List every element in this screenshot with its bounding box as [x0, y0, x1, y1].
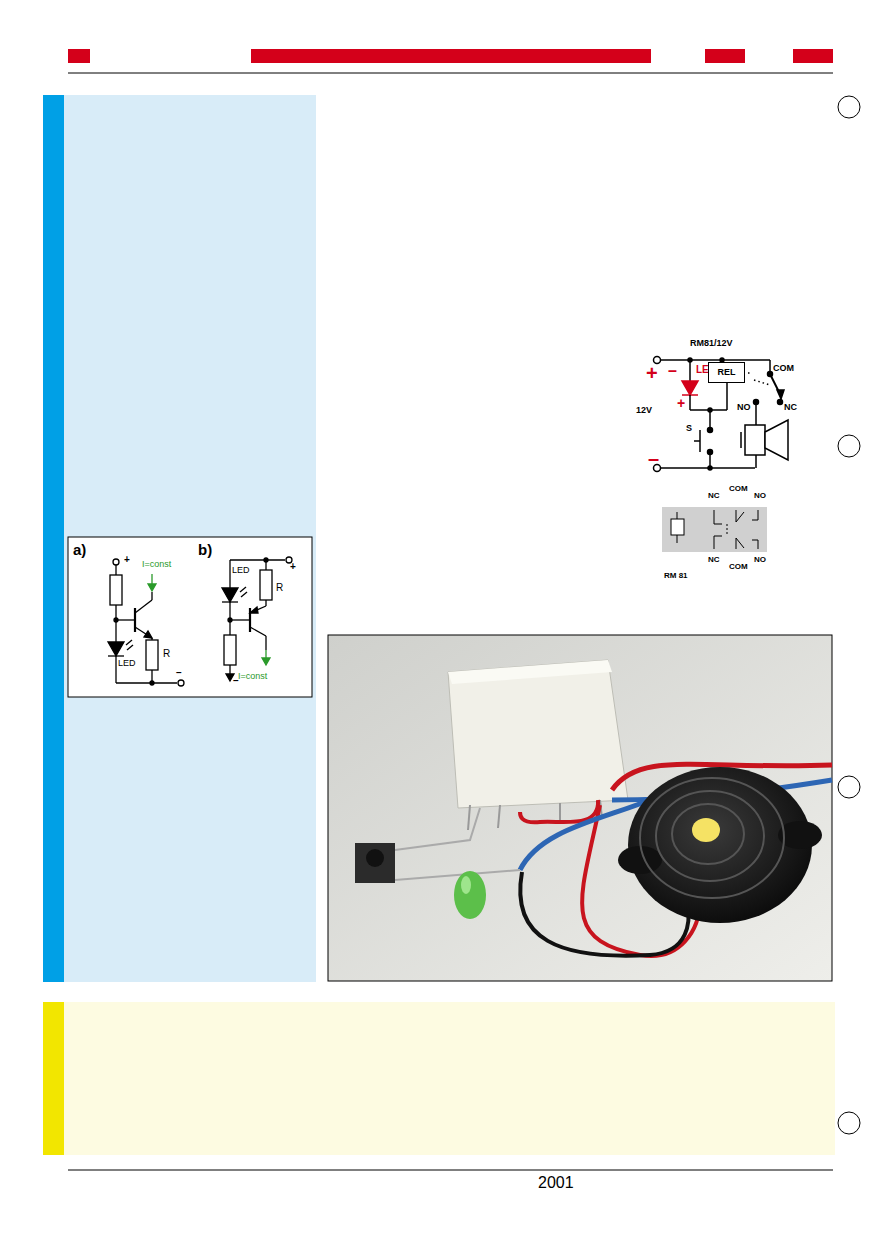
label: LED	[232, 566, 250, 575]
current-arrow	[148, 574, 156, 591]
label: RM 81	[664, 572, 688, 580]
label: COM	[729, 485, 748, 493]
label: NC	[708, 556, 720, 564]
label: S	[686, 424, 692, 433]
label: NC	[708, 492, 720, 500]
registration-marks	[838, 96, 860, 1134]
label: +	[677, 396, 685, 410]
relay-footprint	[662, 507, 767, 552]
header-rule	[68, 73, 833, 74]
relay-pinout	[662, 507, 767, 552]
circuit-photo	[328, 635, 832, 981]
current-source-a	[108, 559, 184, 686]
current-source-b	[222, 557, 292, 681]
current-arrow	[262, 650, 270, 665]
node-text: REL	[718, 368, 736, 377]
registration-mark	[838, 1112, 860, 1134]
label: a)	[73, 542, 86, 557]
button-photo	[355, 843, 395, 883]
label: RM81/12V	[690, 339, 733, 348]
note-panel	[43, 1002, 835, 1155]
relay-photo	[448, 660, 628, 808]
label: –	[668, 363, 677, 379]
label: COM	[773, 364, 794, 373]
label: –	[176, 668, 182, 678]
led-symbol	[682, 381, 698, 395]
photo-frame	[328, 635, 832, 981]
resistor-symbol	[146, 640, 158, 670]
label: –	[648, 448, 659, 468]
note-panel-strip	[43, 1002, 64, 1155]
led-symbol	[222, 588, 238, 602]
label: –	[233, 676, 239, 686]
registration-mark	[838, 776, 860, 798]
header-bar	[793, 49, 833, 63]
side-panel-strip	[43, 95, 64, 982]
label: R	[163, 649, 170, 659]
header-bar	[68, 49, 90, 63]
label: b)	[198, 542, 212, 557]
buzzer-symbol	[745, 425, 765, 455]
label: COM	[729, 563, 748, 571]
terminal	[113, 559, 119, 565]
label: NO	[737, 403, 751, 412]
alarm-schematic	[654, 357, 789, 472]
registration-mark	[838, 96, 860, 118]
label: LED	[118, 659, 136, 668]
header-bars	[68, 49, 833, 63]
label: NC	[784, 403, 797, 412]
led-photo	[454, 871, 486, 919]
resistor-symbol	[260, 570, 272, 600]
label: 12V	[636, 406, 652, 415]
header-bar	[705, 49, 745, 63]
label: I=const	[142, 560, 171, 569]
terminal	[178, 680, 184, 686]
label: NO	[754, 492, 766, 500]
led-symbol	[108, 642, 124, 656]
label: I=const	[238, 672, 267, 681]
label: 2001	[538, 1175, 574, 1191]
label: +	[124, 555, 130, 565]
label: R	[276, 583, 283, 593]
resistor-symbol	[224, 635, 236, 665]
side-panel	[43, 95, 316, 982]
label: NO	[754, 556, 766, 564]
registration-mark	[838, 435, 860, 457]
header-bar	[251, 49, 651, 63]
label: +	[646, 363, 658, 383]
relay-box: REL	[708, 362, 745, 383]
resistor-symbol	[110, 575, 122, 605]
footer-rule	[68, 1170, 833, 1171]
buzzer-photo	[628, 767, 812, 923]
label: +	[290, 562, 296, 572]
figure-frame	[68, 537, 312, 697]
